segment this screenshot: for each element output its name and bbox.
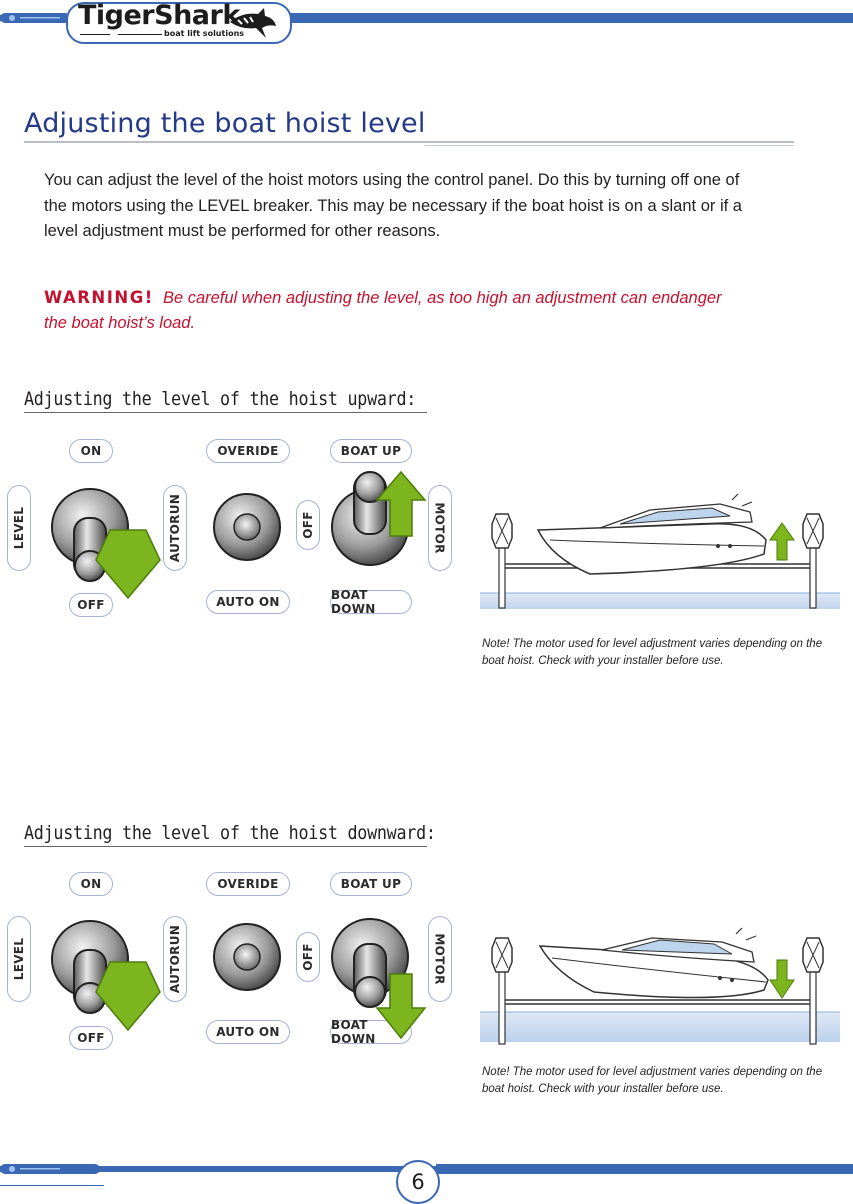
page-title: Adjusting the boat hoist level [24,108,426,139]
arrow-down-icon [95,961,161,1032]
autorun-label: AUTORUN [163,485,187,571]
intro-paragraph: You can adjust the level of the hoist mo… [44,171,742,240]
section-rule [24,412,427,413]
level-off-label: OFF [69,1026,113,1050]
control-panel-downward [51,918,427,1040]
boat-lift-illustration-downward [480,927,840,1045]
arrow-down-icon [95,529,161,600]
motor-label: MOTOR [428,916,452,1002]
section-title-upward: Adjusting the level of the hoist upward: [24,388,417,410]
footer-rule [0,1185,104,1186]
arrow-up-icon [375,470,427,537]
arrow-down-icon [375,973,427,1040]
boat-lift-illustration-upward [480,493,840,609]
brand-name: TigerShark [78,0,240,31]
section-title-downward: Adjusting the level of the hoist downwar… [24,822,436,844]
level-label: LEVEL [7,485,31,571]
shark-icon [230,8,276,38]
off-label: OFF [296,932,320,982]
motor-label: MOTOR [428,485,452,571]
warning-block: WARNING! Be careful when adjusting the l… [44,285,744,336]
arrow-down-icon [769,959,795,999]
warning-text: Be careful when adjusting the level, as … [44,289,722,332]
level-on-label: ON [69,439,113,463]
brand-tagline: boat lift solutions [164,29,245,38]
overide-label: OVERIDE [206,872,290,896]
note-downward: Note! The motor used for level adjustmen… [482,1066,823,1095]
brand-underline [80,34,162,35]
overide-label: OVERIDE [206,439,290,463]
header-bar [0,13,853,23]
section-rule [24,846,427,847]
off-label: OFF [296,500,320,550]
boat-up-label: BOAT UP [330,872,412,896]
level-off-label: OFF [69,593,113,617]
control-panel-upward [51,470,427,600]
boat-down-label: BOAT DOWN [330,588,412,616]
warning-label: WARNING! [44,288,154,307]
page-number: 6 [396,1160,440,1204]
auto-on-label: AUTO ON [206,590,290,614]
boat-up-label: BOAT UP [330,439,412,463]
autorun-label: AUTORUN [163,916,187,1002]
note-upward: Note! The motor used for level adjustmen… [482,638,823,667]
title-rule-secondary [424,145,794,146]
title-rule [24,141,794,143]
level-label: LEVEL [7,916,31,1002]
level-on-label: ON [69,872,113,896]
auto-on-label: AUTO ON [206,1020,290,1044]
arrow-up-icon [769,522,795,561]
